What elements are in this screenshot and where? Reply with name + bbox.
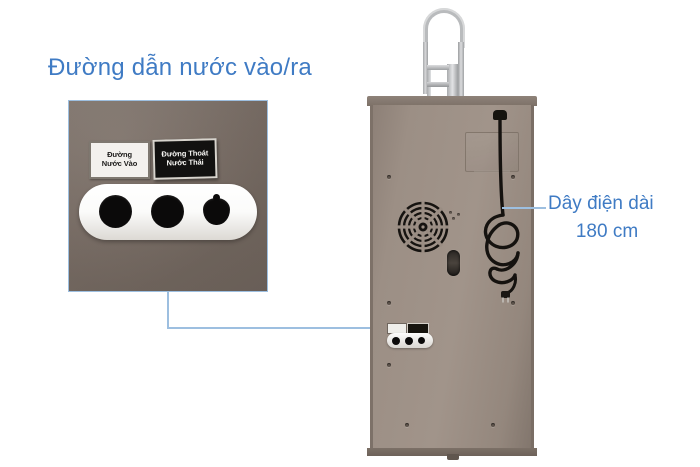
cabinet-rear-panel <box>370 105 534 449</box>
port-plate-small <box>387 333 433 348</box>
faucet-neck <box>423 8 465 48</box>
screw-hole <box>511 301 515 305</box>
purifier-cabinet <box>367 96 537 460</box>
inlet-label-sticker: Đường Nước Vào <box>89 141 150 179</box>
drain-label-sticker: Đường Thoát Nước Thải <box>152 138 218 180</box>
outlet-port-hole-small <box>405 336 413 345</box>
port-plate <box>79 184 257 240</box>
inlet-label-line1: Đường <box>107 150 132 159</box>
inset-connector-vertical <box>167 292 169 329</box>
coiled-power-cord <box>473 105 541 305</box>
outlet-port-hole <box>151 195 184 228</box>
inset-connector-horizontal <box>167 327 382 329</box>
screw-hole <box>491 423 495 427</box>
inset-closeup-photo: Đường Nước Vào Đường Thoát Nước Thải <box>68 100 268 292</box>
screw-hole <box>405 423 409 427</box>
cooling-fan-vent <box>393 197 453 257</box>
page-title: Đường dẫn nước vào/ra <box>48 54 312 81</box>
faucet-descending-tube <box>423 42 428 94</box>
inlet-port-hole <box>99 195 132 228</box>
small-pin-holes <box>449 211 463 221</box>
recessed-access-panel <box>465 132 519 173</box>
drain-label-line2: Nước Thải <box>166 157 204 168</box>
screw-hole <box>387 175 391 179</box>
screw-hole <box>511 175 515 179</box>
oval-drain-port <box>447 250 460 276</box>
gooseneck-faucet <box>405 2 515 102</box>
power-cord-callout-text: Dây điện dài 180 cm <box>548 190 698 245</box>
screw-hole <box>387 301 391 305</box>
cabinet-top-edge <box>367 96 537 106</box>
screw-hole <box>387 363 391 367</box>
inlet-port-hole-small <box>392 336 400 345</box>
power-cord-callout-line1: Dây điện dài <box>548 193 654 214</box>
cabinet-foot <box>447 454 459 460</box>
power-cord-callout-line2: 180 cm <box>575 220 639 242</box>
power-cord-callout-line <box>502 207 546 209</box>
faucet-lever-upper <box>427 65 449 70</box>
cord-retainer-clip <box>493 110 507 120</box>
cabinet-base <box>367 448 537 456</box>
drain-valve-hole-small <box>418 337 425 344</box>
drain-valve-hole <box>203 194 230 225</box>
faucet-spout-tube <box>458 42 464 100</box>
inlet-label-line2: Nước Vào <box>101 159 138 169</box>
water-port-area <box>387 323 437 351</box>
faucet-lever-lower <box>427 82 449 87</box>
faucet-base-column <box>447 64 458 102</box>
